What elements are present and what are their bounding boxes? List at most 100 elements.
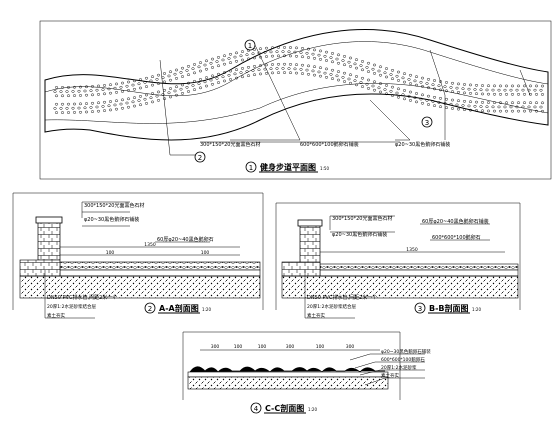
pebble-dot [168, 95, 173, 99]
pebble-dot [353, 79, 357, 82]
pebble-dot [125, 84, 129, 88]
pebble-dot [377, 69, 381, 73]
pebble-dot [456, 90, 461, 94]
svg-text:1: 1 [249, 164, 253, 172]
pebble-dot [312, 73, 317, 77]
pebble-dot [318, 74, 323, 78]
pebble-dot [114, 107, 119, 111]
pebble-dot [420, 76, 425, 80]
pebble-dot [162, 97, 167, 101]
plan-note-1: 300*150*20光面黑色石材 [200, 141, 260, 148]
svg-text:100: 100 [316, 344, 325, 350]
pebble-dot [413, 96, 417, 100]
pebble-dot [342, 80, 347, 83]
pebble-dot [83, 89, 87, 93]
pebble-dot [126, 89, 131, 92]
pebble-dot [318, 66, 323, 70]
a-note-bottom-3: 素土夯实 [47, 312, 65, 319]
pebble-dot [360, 85, 365, 88]
pebble-dot [449, 86, 453, 89]
b-note-top-3: φ20~30黑色鹅卵石铺装 [332, 231, 387, 238]
pebble-dot [432, 95, 437, 99]
pebble-dot [102, 84, 107, 87]
pebble-dot [150, 83, 155, 87]
curb-wall-b [299, 224, 321, 264]
pebble-dot [372, 72, 377, 75]
pebble-dot [270, 54, 275, 58]
pebble-pattern [53, 46, 545, 114]
pebble-dot [408, 90, 413, 94]
pebble-dot [96, 93, 101, 96]
pebble-dot [120, 81, 125, 85]
pebble-dot [318, 49, 323, 53]
pebble-dot [348, 65, 353, 68]
pebble-dot [360, 60, 365, 63]
b-note-top-4: 600*600*100鹅卵石 [432, 234, 481, 241]
pebble-dot [366, 78, 371, 82]
pebble-dot [443, 85, 447, 88]
pebble-dot [240, 67, 245, 70]
pebble-dot [234, 59, 239, 63]
pebble-dot [402, 97, 407, 101]
pebble-dot [282, 46, 287, 49]
pebble-dot [521, 105, 525, 109]
pebble-dot [120, 106, 125, 110]
pebble-dot [318, 58, 323, 61]
pebble-dot [282, 71, 287, 74]
pebble-dot [78, 94, 83, 97]
svg-text:A-A剖面图: A-A剖面图 [159, 303, 199, 313]
pebble-dot [498, 84, 503, 88]
pebble-dot [90, 85, 95, 88]
pebble-dot [408, 82, 413, 85]
svg-text:2: 2 [148, 305, 152, 313]
pebble-dot [180, 75, 185, 78]
pebble-dot [492, 109, 497, 113]
pebble-dot [498, 101, 503, 105]
pebble-dot [77, 89, 81, 93]
pebble-dot [491, 105, 495, 109]
pebble-dot [90, 93, 95, 97]
pebble-dot [504, 109, 509, 113]
pebble-dot [533, 88, 537, 92]
pebble-dot [132, 96, 137, 99]
pebble-dot [71, 106, 75, 110]
pebble-dot [228, 52, 233, 56]
ground-layer-c [187, 376, 389, 390]
pebble-dot [335, 74, 339, 78]
pebble-dot [294, 46, 299, 50]
pebble-dot [126, 80, 131, 84]
pebble-dot [144, 93, 149, 97]
pebble-dot [156, 99, 161, 102]
pebble-dot [330, 52, 335, 55]
pebble-dot [168, 78, 173, 82]
pebble-dot [138, 78, 143, 81]
pebble-dot [329, 56, 333, 59]
b-note-bottom-1: DN50 PVC排水管,间距2米一个 [307, 294, 377, 301]
pebble-dot [324, 50, 329, 54]
pebble-dot [342, 55, 347, 58]
pebble-dot [167, 74, 171, 78]
pebble-dot [336, 78, 341, 82]
pebble-dot [162, 80, 167, 84]
svg-text:1:50: 1:50 [320, 166, 329, 171]
section-marker-1: 1 [244, 39, 256, 51]
pebble-dot [539, 105, 543, 109]
pebble-dot [119, 85, 123, 89]
pebble-dot [276, 62, 281, 66]
pebble-dot [222, 79, 227, 83]
pebble-dot [66, 102, 71, 106]
pebble-dot [480, 84, 485, 87]
pebble-dot [366, 61, 371, 65]
dim-a-3: 100 [201, 250, 210, 256]
pebble-dot [240, 58, 245, 62]
pebble-dot [354, 58, 359, 61]
pebble-dot [299, 68, 303, 71]
pebble-dot [540, 84, 545, 88]
pebble-dot [276, 46, 281, 49]
pebble-dot [491, 88, 495, 92]
pebble-dot [474, 109, 479, 112]
pebble-dot [180, 83, 185, 87]
pebble-dot [102, 92, 107, 96]
pebble-dot [419, 80, 423, 84]
pebble-dot [377, 86, 381, 90]
